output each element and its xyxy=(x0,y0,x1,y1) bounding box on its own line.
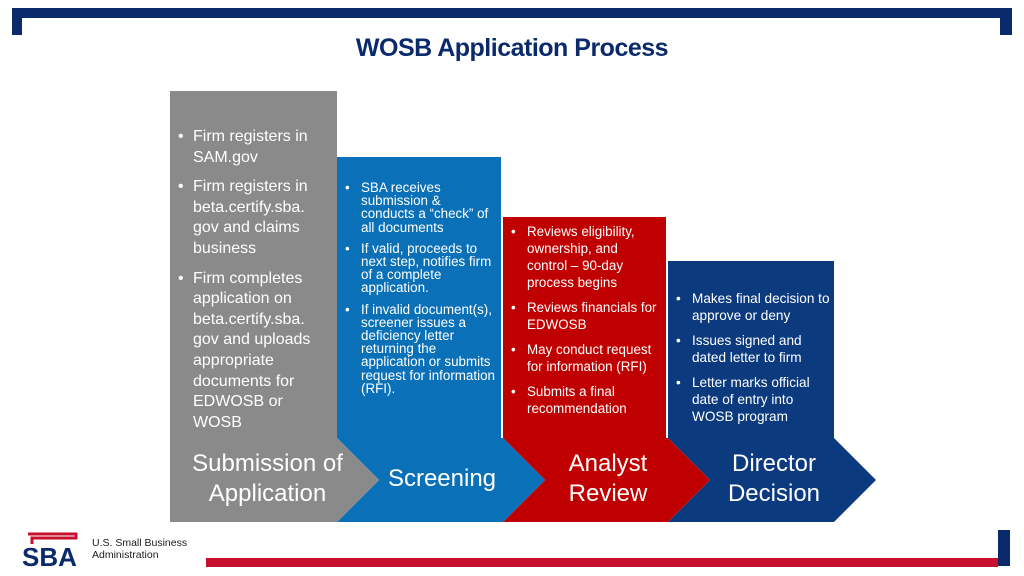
director-decision-details-panel: Makes final decision to approve or deny … xyxy=(668,261,834,438)
agency-name-line: Administration xyxy=(92,549,159,561)
list-item: Reviews eligibility, ownership, and cont… xyxy=(511,223,660,291)
list-item: SBA receives submission & conducts a “ch… xyxy=(345,181,495,234)
stage-label-line: Director xyxy=(731,450,816,477)
list-item: If invalid document(s), screener issues … xyxy=(345,302,495,395)
list-item: Letter marks official date of entry into… xyxy=(676,374,830,426)
stage-label-line: Submission of xyxy=(192,450,343,477)
stage-chevron-submission xyxy=(170,438,379,522)
list-item: Submits a final recommendation xyxy=(511,383,660,417)
stage-label-line: Screening xyxy=(387,465,497,492)
bottom-right-tick xyxy=(998,530,1010,566)
stage-chevron-director xyxy=(668,438,876,522)
screening-details-panel: SBA receives submission & conducts a “ch… xyxy=(337,157,501,438)
list-item: Firm completes application on beta.certi… xyxy=(178,269,331,434)
top-frame-bar xyxy=(12,8,1012,18)
top-frame-right-tick xyxy=(1000,8,1012,35)
analyst-review-details-panel: Reviews eligibility, ownership, and cont… xyxy=(503,217,666,438)
submission-details-panel: Firm registers in SAM.gov Firm registers… xyxy=(170,91,337,438)
list-item: Makes final decision to approve or deny xyxy=(676,290,830,325)
agency-name-line: U.S. Small Business xyxy=(92,537,188,549)
stage-label-analyst: Analyst Review xyxy=(528,449,688,509)
list-item: If valid, proceeds to next step, notifie… xyxy=(345,242,495,295)
list-item: Firm registers in beta.certify.sba. gov … xyxy=(178,177,331,259)
sba-logo-icon: SBA xyxy=(22,532,78,570)
stage-label-line: Application xyxy=(208,480,327,507)
bottom-accent-bar xyxy=(206,558,998,567)
stage-label-submission: Submission of Application xyxy=(170,449,365,509)
stage-chevron-analyst xyxy=(503,438,710,522)
list-item: Issues signed and dated letter to firm xyxy=(676,332,830,367)
logo-mark: SBA xyxy=(22,542,77,570)
stage-label-director: Director Decision xyxy=(694,449,854,509)
stage-chevron-screening xyxy=(337,438,545,522)
process-chevron-banner xyxy=(170,438,876,522)
top-frame-left-tick xyxy=(12,8,22,35)
stage-label-line: Analyst xyxy=(568,450,648,477)
list-item: Firm registers in SAM.gov xyxy=(178,127,331,168)
stage-label-line: Decision xyxy=(727,480,821,507)
list-item: Reviews financials for EDWOSB xyxy=(511,299,660,333)
stage-label-line: Review xyxy=(568,480,648,507)
agency-name: U.S. Small Business Administration xyxy=(92,537,187,561)
list-item: May conduct request for information (RFI… xyxy=(511,341,660,375)
page-title: WOSB Application Process xyxy=(355,34,669,62)
stage-label-screening: Screening xyxy=(362,464,522,494)
